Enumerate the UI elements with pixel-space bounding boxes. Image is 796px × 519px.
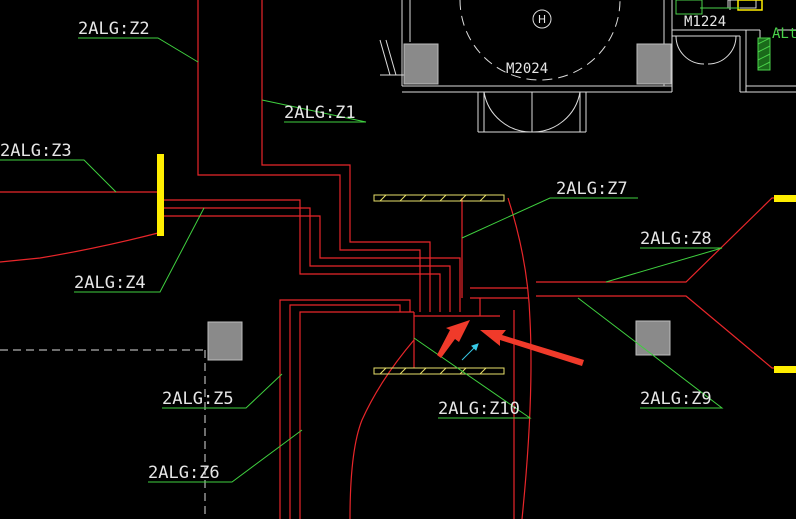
column-mid-left	[207, 321, 243, 361]
label-z8: 2ALG:Z8	[640, 229, 712, 249]
arrow-right-icon	[480, 330, 584, 366]
label-z6: 2ALG:Z6	[148, 463, 220, 483]
panel-right-upper	[774, 195, 796, 202]
equipment-top-right	[675, 0, 771, 71]
distribution-panels	[157, 154, 796, 373]
column-mid-right	[635, 320, 671, 356]
tray-lower	[373, 367, 505, 375]
label-z3: 2ALG:Z3	[0, 141, 72, 161]
tray-upper	[373, 194, 505, 202]
cable-trays	[373, 194, 505, 375]
label-z2: 2ALG:Z2	[78, 19, 150, 39]
label-z10: 2ALG:Z10	[438, 399, 520, 419]
building-walls	[379, 0, 796, 133]
column-top-left	[403, 43, 439, 85]
arrow-left-icon	[437, 320, 470, 358]
door-label-main: M2024	[506, 61, 548, 77]
label-z7: 2ALG:Z7	[556, 179, 628, 199]
door-label-side: M1224	[684, 14, 726, 30]
column-top-right	[636, 43, 672, 85]
dashed-wall	[0, 349, 206, 519]
label-z5: 2ALG:Z5	[162, 389, 234, 409]
label-z1: 2ALG:Z1	[284, 103, 356, 123]
structural-columns	[207, 43, 672, 361]
cyan-marker-icon	[461, 343, 479, 361]
annotation-arrows	[437, 320, 584, 366]
hydrant-coverage-arc	[459, 0, 621, 81]
label-z4: 2ALG:Z4	[74, 273, 146, 293]
label-z9: 2ALG:Z9	[640, 389, 712, 409]
panel-right-lower	[774, 366, 796, 373]
partial-label: ALt	[772, 26, 796, 42]
circuit-labels: 2ALG:Z2 2ALG:Z1 2ALG:Z3 2ALG:Z4 2ALG:Z5 …	[0, 19, 712, 483]
hydrant-icon: H	[532, 9, 552, 29]
leader-lines	[0, 37, 724, 483]
hydrant-symbol: H	[538, 13, 546, 26]
panel-left	[157, 154, 164, 236]
